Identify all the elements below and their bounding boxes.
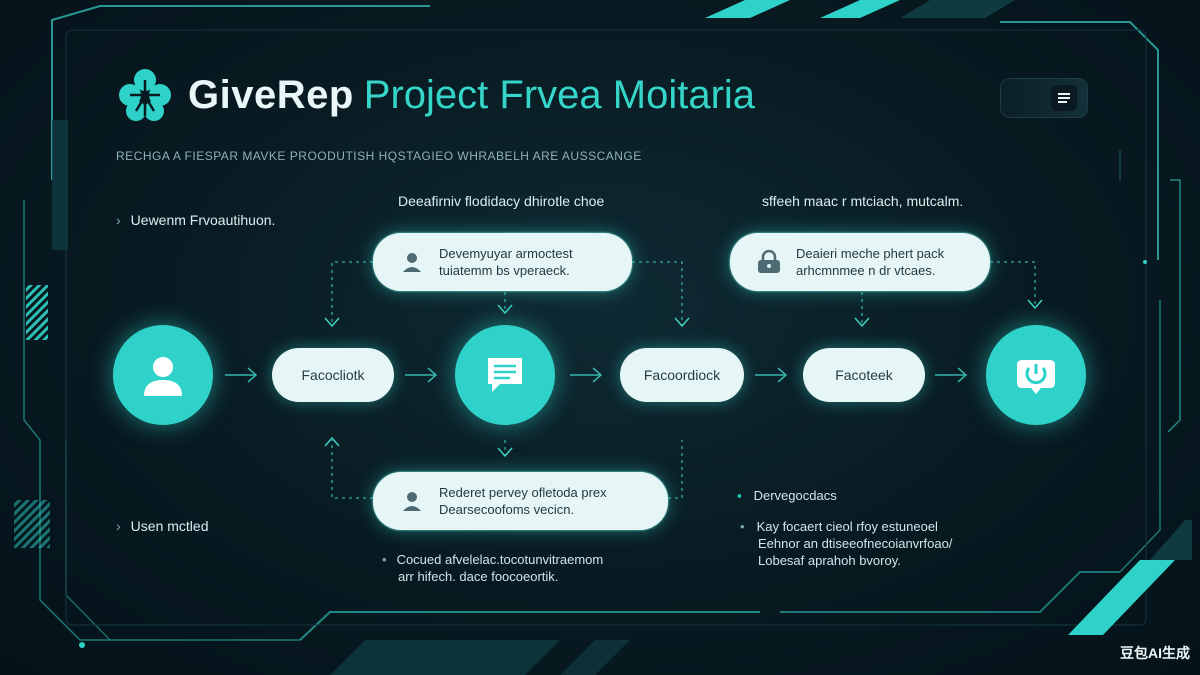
flow-button-1[interactable]: Facocliotk — [272, 348, 394, 402]
column-head-left: Deeafirniv flodidacy dhirotle choe — [398, 193, 605, 209]
page-title: Project Frvea Moitaria — [363, 72, 756, 117]
pill-line-2: Dearsecoofoms vecicn. — [439, 502, 575, 517]
message-node[interactable] — [455, 325, 555, 425]
power-icon — [1017, 360, 1055, 394]
side-label-top-text: Uewenm Frvoautihuon. — [130, 212, 276, 228]
brand-title: GiveRep — [188, 72, 354, 117]
right-note: •Kay focaert cieol rfoy estuneoel Eehnor… — [740, 518, 952, 569]
chat-icon — [488, 358, 522, 392]
pill-line-2: tuiatemm bs vperaeck. — [439, 263, 570, 278]
menu-icon — [1051, 85, 1077, 111]
subtitle: RECHGA A FIESPAR MAVKE PROODUTISH HQSTAG… — [116, 149, 642, 163]
pill-line-1: Rederet pervey ofletoda prex — [439, 485, 607, 500]
pill-line-1: Devemyuyar armoctest — [439, 246, 573, 261]
note-line: •Kay focaert cieol rfoy estuneoel — [740, 519, 938, 534]
info-pill-bottom[interactable]: Rederet pervey ofletoda prex Dearsecoofo… — [373, 472, 668, 530]
flow-button-3[interactable]: Facoteek — [803, 348, 925, 402]
user-icon — [144, 357, 182, 396]
column-head-right: sffeeh maac r mtciach, mutcalm. — [762, 193, 964, 209]
user-node[interactable] — [113, 325, 213, 425]
note-line: Lobesaf aprahoh bvoroy. — [758, 553, 901, 568]
user-icon — [395, 489, 429, 513]
side-label-bottom-text: Usen mctled — [130, 518, 209, 534]
logo-icon — [119, 69, 171, 121]
note-line: arr hifech. dace foocoeortik. — [398, 569, 559, 584]
chevron-right-icon: › — [116, 212, 121, 228]
power-node[interactable] — [986, 325, 1086, 425]
user-icon — [395, 250, 429, 274]
side-label-top: › Uewenm Frvoautihuon. — [116, 212, 275, 228]
bullet-icon: • — [740, 519, 745, 534]
pill-line-1: Deaieri meche phert pack — [796, 246, 945, 261]
side-label-bottom: › Usen mctled — [116, 518, 208, 534]
bullet-icon: ▪ — [737, 488, 742, 503]
note-line: Eehnor an dtiseeofnecoianvrfoao/ — [758, 536, 953, 551]
note-line: •Cocued afvelelac.tocotunvitraemom — [382, 552, 604, 567]
info-pill-top-left[interactable]: Devemyuyar armoctest tuiatemm bs vperaec… — [373, 233, 632, 291]
lock-icon — [752, 250, 786, 274]
watermark: 豆包AI生成 — [1120, 645, 1190, 661]
info-pill-top-right[interactable]: Deaieri meche phert pack arhcmnmee n dr … — [730, 233, 990, 291]
menu-button[interactable] — [1000, 78, 1088, 118]
right-note-head: ▪Dervegocdacs — [737, 488, 837, 503]
chevron-right-icon: › — [116, 518, 121, 534]
pill-line-2: arhcmnmee n dr vtcaes. — [796, 263, 936, 278]
flow-button-2[interactable]: Facoordiock — [620, 348, 744, 402]
bullet-icon: • — [382, 552, 387, 567]
bottom-note: •Cocued afvelelac.tocotunvitraemom arr h… — [382, 551, 603, 585]
